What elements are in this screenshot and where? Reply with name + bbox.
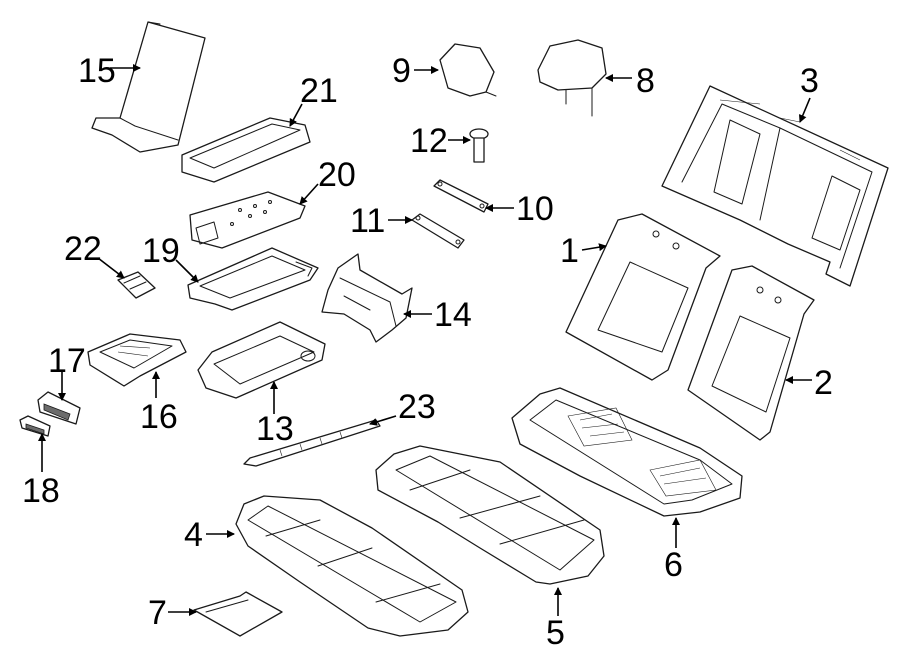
callout-8: 8 [636,62,655,100]
part-11-strap [411,213,465,249]
callout-10: 10 [516,190,554,228]
callout-4: 4 [184,516,203,554]
leader-3 [799,97,811,123]
part-19-armrest-frame [187,247,319,311]
callout-12: 12 [410,122,448,160]
part-8-headrest [537,39,607,117]
callout-6: 6 [664,546,683,584]
callout-1: 1 [560,232,579,270]
leader-arrows [38,64,812,616]
part-3-seatback-frame [661,85,889,287]
part-5-seat-cushion [375,445,605,585]
part-7-pad [193,591,283,637]
callout-9: 9 [392,52,411,90]
callout-14: 14 [434,296,472,334]
callout-labels: 15 21 20 19 22 17 16 18 13 14 9 8 12 10 … [22,52,833,652]
callout-21: 21 [300,72,338,110]
callout-15: 15 [78,52,116,90]
part-13-armrest-housing [197,321,326,399]
leader-21 [289,103,303,127]
leader-1 [581,243,607,252]
leader-22 [97,257,125,279]
part-23-wire [243,419,381,467]
callout-7: 7 [148,594,167,632]
part-12-bolt [469,128,489,163]
part-17-clip [37,391,81,425]
part-14-bracket [321,253,413,343]
leader-23 [369,415,397,426]
part-18-clip [19,415,51,437]
part-9-headrest [439,43,497,97]
callout-2: 2 [814,364,833,402]
part-2-seatback-right [687,265,815,441]
callout-11: 11 [350,202,385,240]
callout-22: 22 [64,230,102,268]
callout-13: 13 [256,410,294,448]
part-6-seat-frame [511,387,743,517]
callout-3: 3 [800,62,819,100]
callout-20: 20 [318,156,356,194]
part-21-armrest-top [181,117,311,183]
callout-5: 5 [546,614,565,652]
part-1-seatback-left [565,213,721,381]
callout-17: 17 [48,342,86,380]
callout-18: 18 [22,472,60,510]
part-20-armrest-plate [189,191,306,249]
callout-23: 23 [398,388,436,426]
part-16-tray [87,333,187,387]
leader-20 [299,183,319,205]
part-15-armrest-panel [91,21,206,153]
callout-16: 16 [140,398,178,436]
part-10-strap [433,179,489,213]
leader-19 [175,259,199,283]
callout-19: 19 [142,232,180,270]
part-4-seat-cushion [235,495,469,637]
part-22-insert [117,271,156,299]
